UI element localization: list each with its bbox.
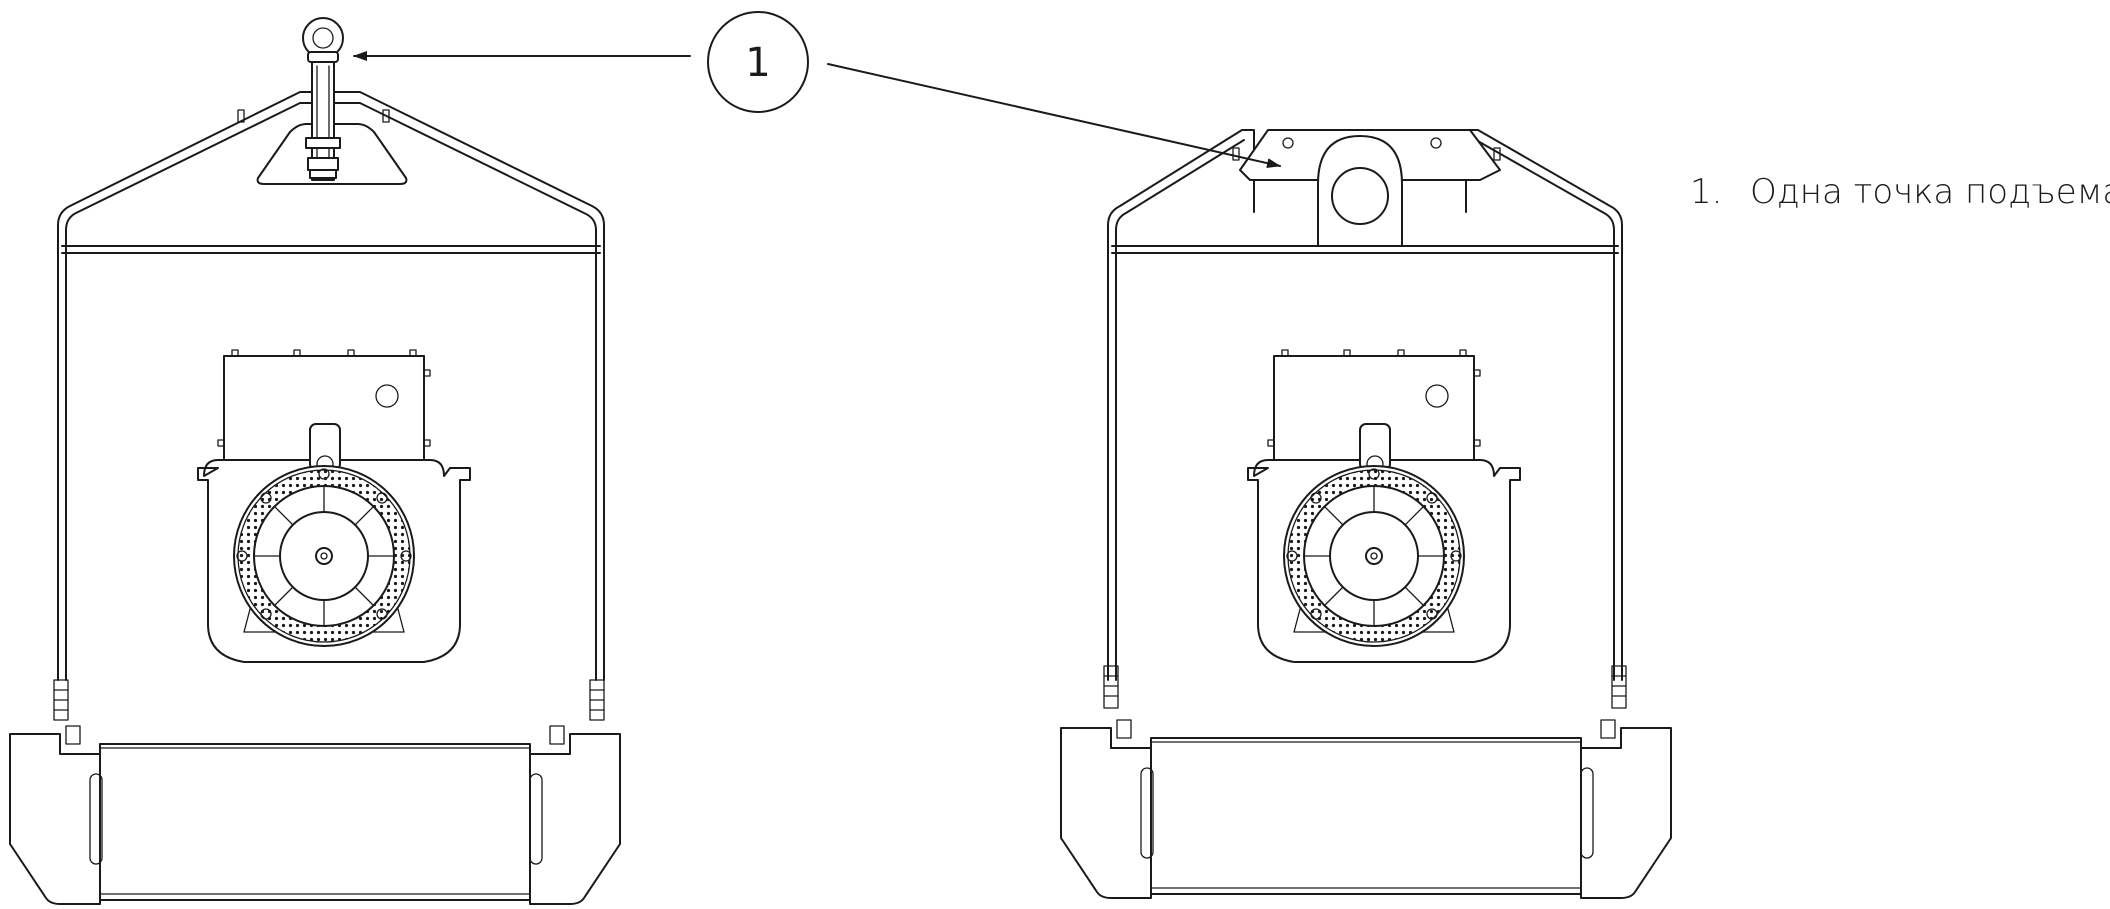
lifting-eye-plate xyxy=(1239,129,1501,247)
left-generator-set xyxy=(9,17,621,905)
legend-item-number: 1. xyxy=(1690,172,1723,212)
left-skid-base xyxy=(9,725,621,905)
eye-bolt xyxy=(302,17,344,181)
legend: 1. Одна точка подъема xyxy=(1690,172,2110,212)
callout-circle xyxy=(707,11,809,113)
callout-arrow-right xyxy=(827,63,1281,169)
right-skid-base xyxy=(1060,719,1672,899)
left-alternator xyxy=(197,349,471,663)
callout-1: 1 xyxy=(353,11,1281,169)
legend-item: 1. Одна точка подъема xyxy=(1690,172,2110,212)
callout-number: 1 xyxy=(745,40,770,86)
right-generator-set xyxy=(1060,129,1672,899)
right-alternator xyxy=(1247,349,1521,663)
legend-item-label: Одна точка подъема xyxy=(1750,172,2110,212)
